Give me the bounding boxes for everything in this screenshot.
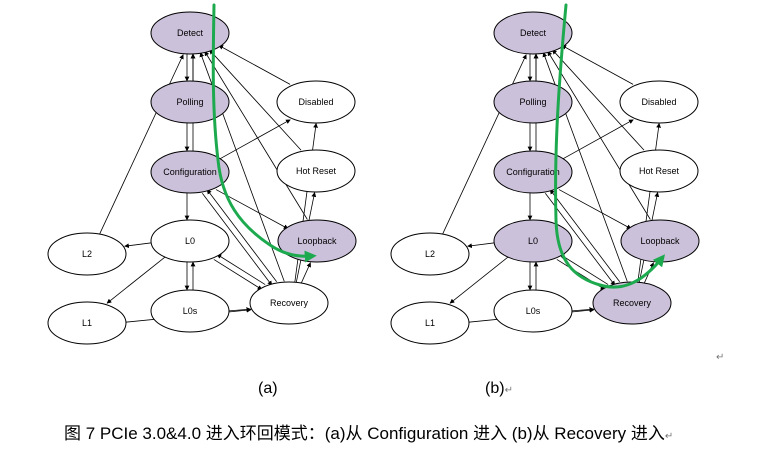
paragraph-mark-icon: ↵ xyxy=(716,352,725,363)
state-recovery: Recovery xyxy=(592,281,672,325)
state-configuration-label: Configuration xyxy=(163,167,217,177)
state-l0s-label: L0s xyxy=(183,306,198,316)
edge-l2-to-detect xyxy=(441,54,527,236)
state-recovery: Recovery xyxy=(249,281,329,325)
state-l0s-shape xyxy=(150,289,230,333)
edge-recovery-to-l0 xyxy=(559,254,609,285)
state-l2-shape xyxy=(390,232,470,276)
state-l1-shape xyxy=(47,301,127,345)
paragraph-mark-icon: ↵ xyxy=(504,385,513,396)
paragraph-mark-icon: ↵ xyxy=(664,431,674,442)
state-l0-shape xyxy=(150,219,230,263)
state-recovery-label: Recovery xyxy=(613,298,652,308)
state-loopback: Loopback xyxy=(277,219,357,263)
state-l0-label: L0 xyxy=(528,236,538,246)
state-l0: L0 xyxy=(493,219,573,263)
edge-recovery-to-l0 xyxy=(216,254,266,285)
state-loopback: Loopback xyxy=(620,219,700,263)
edge-hotreset-to-detect xyxy=(552,49,645,151)
state-l0s: L0s xyxy=(493,289,573,333)
edge-configuration-to-loopback xyxy=(558,189,632,230)
edge-disabled-to-detect xyxy=(218,44,291,85)
state-polling-label: Polling xyxy=(519,97,546,107)
diagram-a-label: (a) xyxy=(258,380,278,397)
state-l1-label: L1 xyxy=(425,318,435,328)
state-detect-shape xyxy=(493,11,573,55)
state-recovery-shape xyxy=(249,281,329,325)
state-l0-shape xyxy=(493,219,573,263)
state-l0s-shape xyxy=(493,289,573,333)
state-l0s: L0s xyxy=(150,289,230,333)
edge-loopback-to-detect xyxy=(204,50,308,220)
state-hotreset-shape xyxy=(619,149,699,193)
state-l0-label: L0 xyxy=(185,236,195,246)
state-disabled-label: Disabled xyxy=(298,97,333,107)
state-polling: Polling xyxy=(150,80,230,124)
state-configuration-label: Configuration xyxy=(506,167,560,177)
edge-disabled-to-detect xyxy=(561,44,634,85)
state-l2-shape xyxy=(47,232,127,276)
state-l1: L1 xyxy=(390,301,470,345)
state-l1: L1 xyxy=(47,301,127,345)
edge-recovery-to-loopback xyxy=(300,262,311,284)
state-loopback-label: Loopback xyxy=(297,236,337,246)
state-disabled: Disabled xyxy=(276,80,356,124)
state-l0: L0 xyxy=(150,219,230,263)
edge-l0-to-l2 xyxy=(124,242,152,249)
edge-l2-to-detect xyxy=(98,54,184,236)
state-l2: L2 xyxy=(390,232,470,276)
state-loopback-shape xyxy=(277,219,357,263)
state-polling-shape xyxy=(150,80,230,124)
state-hotreset-label: Hot Reset xyxy=(296,166,337,176)
state-hotreset-shape xyxy=(276,149,356,193)
state-detect-shape xyxy=(150,11,230,55)
state-detect-label: Detect xyxy=(177,28,204,38)
loopback-entry-path-b xyxy=(554,3,666,289)
state-configuration-shape xyxy=(150,150,230,194)
state-loopback-label: Loopback xyxy=(640,236,680,246)
state-disabled-label: Disabled xyxy=(641,97,676,107)
figure-caption: 图 7 PCIe 3.0&4.0 进入环回模式：(a)从 Configurati… xyxy=(64,424,674,443)
edge-configuration-to-disabled xyxy=(561,119,634,160)
diagram-b-label: (b)↵ xyxy=(485,380,513,397)
edge-l0-to-recovery xyxy=(213,259,263,290)
state-configuration: Configuration xyxy=(150,150,230,194)
state-recovery-label: Recovery xyxy=(270,298,309,308)
edge-configuration-to-recovery xyxy=(201,193,273,286)
state-configuration: Configuration xyxy=(493,150,573,194)
state-l0s-label: L0s xyxy=(526,306,541,316)
state-detect-label: Detect xyxy=(520,28,547,38)
state-hotreset-label: Hot Reset xyxy=(639,166,680,176)
state-detect: Detect xyxy=(493,11,573,55)
state-hotreset: Hot Reset xyxy=(619,149,699,193)
edge-loopback-to-detect xyxy=(547,50,651,220)
edge-l0-to-l1 xyxy=(449,255,510,304)
state-polling: Polling xyxy=(493,80,573,124)
edge-l0-to-l1 xyxy=(106,255,167,304)
state-hotreset: Hot Reset xyxy=(276,149,356,193)
edge-l0-to-l2 xyxy=(467,242,495,249)
edge-recovery-to-configuration xyxy=(549,189,621,282)
state-detect: Detect xyxy=(150,11,230,55)
state-polling-label: Polling xyxy=(176,97,203,107)
state-disabled-shape xyxy=(619,80,699,124)
state-l1-label: L1 xyxy=(82,318,92,328)
state-l2: L2 xyxy=(47,232,127,276)
state-l1-shape xyxy=(390,301,470,345)
loopback-entry-path-a xyxy=(211,3,317,263)
edge-hotreset-to-detect xyxy=(209,49,302,151)
state-l2-label: L2 xyxy=(425,249,435,259)
state-l2-label: L2 xyxy=(82,249,92,259)
state-disabled-shape xyxy=(276,80,356,124)
state-disabled: Disabled xyxy=(619,80,699,124)
state-configuration-shape xyxy=(493,150,573,194)
edge-configuration-to-disabled xyxy=(218,119,291,160)
edge-recovery-to-configuration xyxy=(206,189,278,282)
state-polling-shape xyxy=(493,80,573,124)
